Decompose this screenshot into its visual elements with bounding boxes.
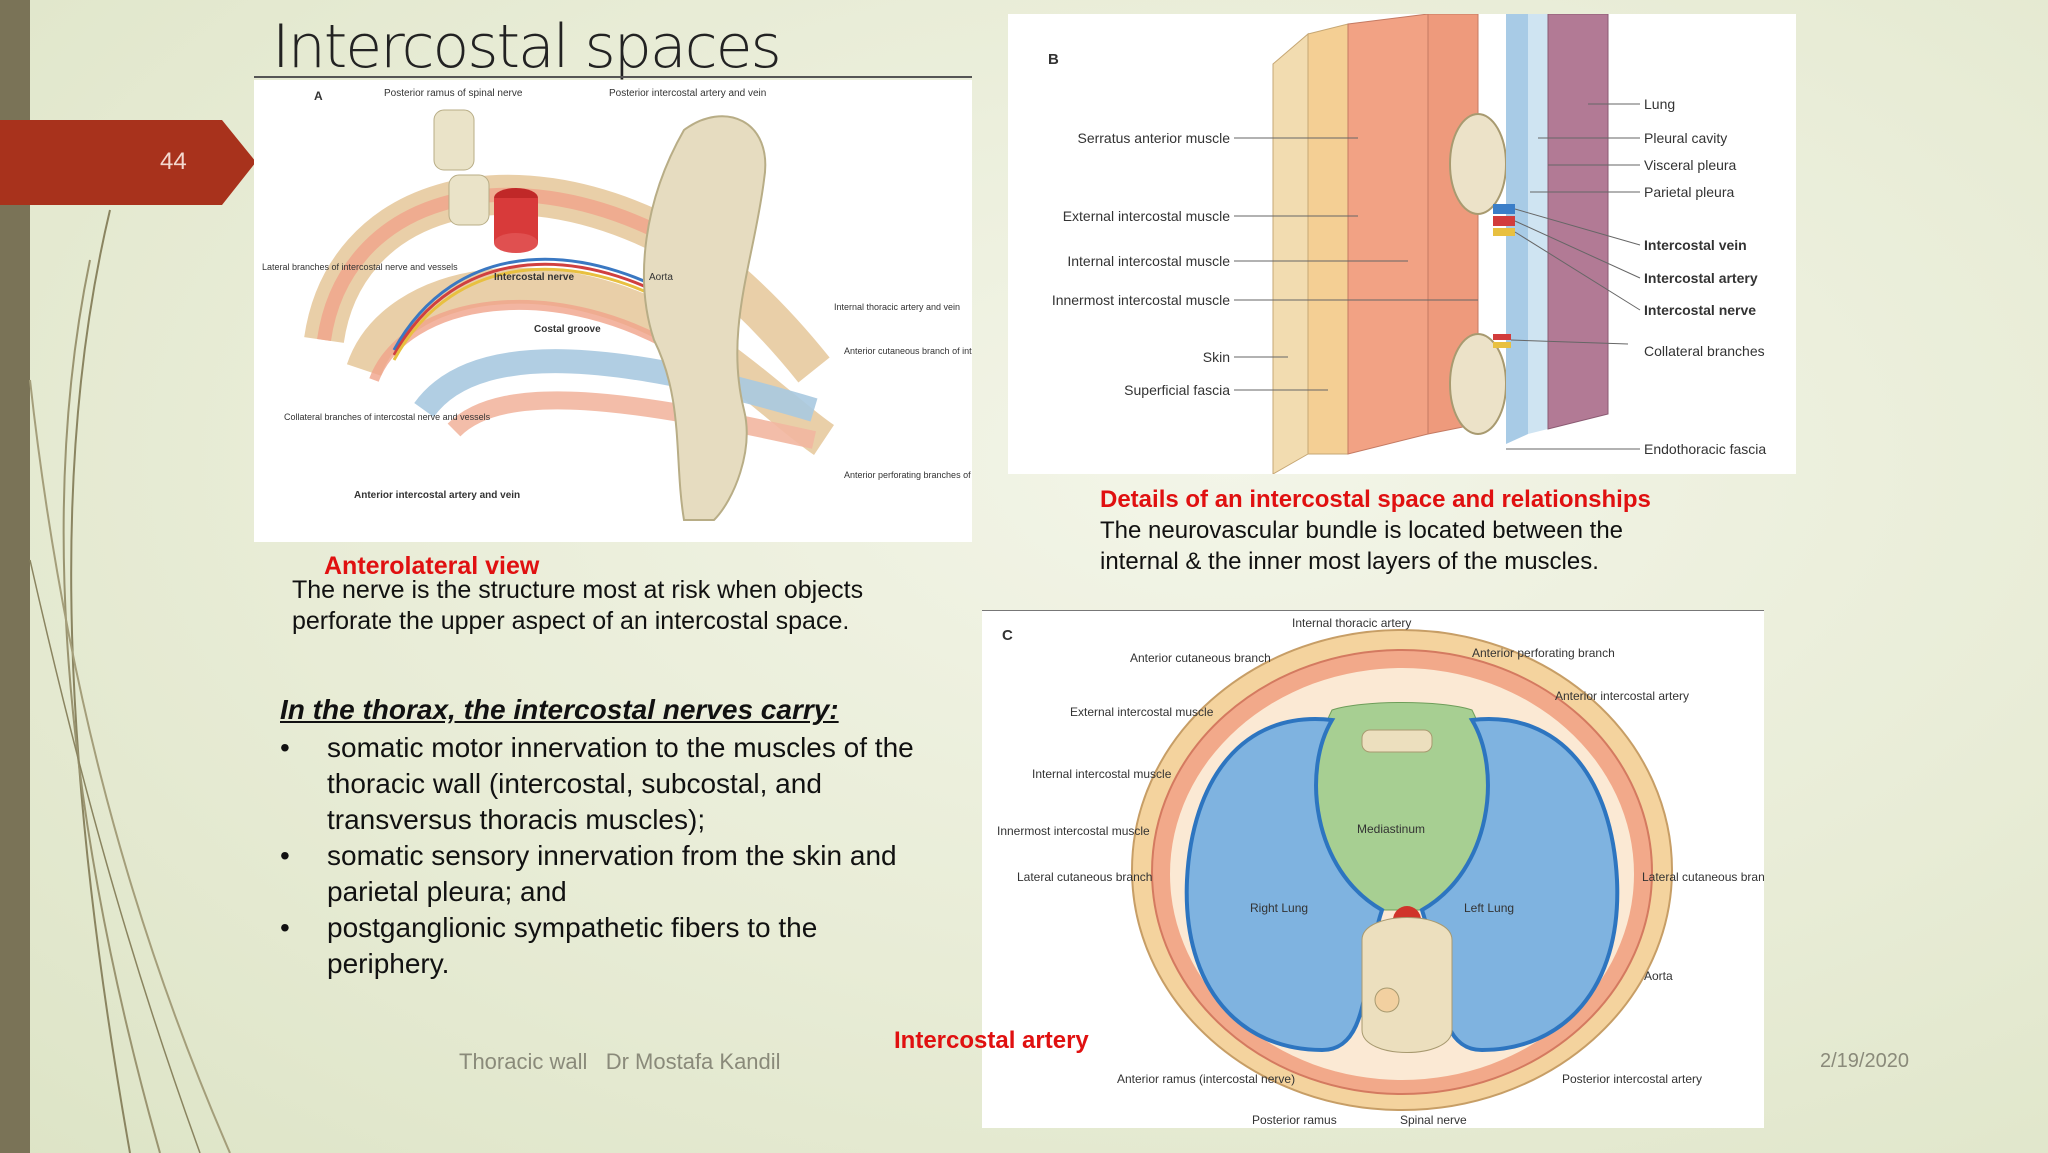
figure-c-label: Right Lung [1250,901,1308,915]
figure-b-right-label: Endothoracic fascia [1644,441,1766,457]
figure-b-left-label: Internal intercostal muscle [1067,253,1230,269]
figure-c-label: Aorta [1644,969,1673,983]
figure-a-label: Intercostal nerve [494,272,574,283]
slide-number: 44 [160,148,187,175]
figure-a-label: Collateral branches of intercostal nerve… [284,412,491,422]
figure-c-label: Innermost intercostal muscle [997,824,1150,838]
figure-b-right-label: Intercostal nerve [1644,302,1756,318]
figure-c-label: Lateral cutaneous branch [1017,870,1152,884]
figure-b-left-label: Serratus anterior muscle [1077,130,1230,146]
figure-c-caption: Intercostal artery [894,1027,1089,1054]
figure-a-label: Aorta [649,272,673,283]
figure-a-caption: Anterolateral view [324,552,540,580]
figure-a-label: Costal groove [534,324,601,335]
figure-a-illustration: A Posterior ramus of spinal nerve Poster… [262,88,1047,521]
bullets-heading: In the thorax, the intercostal nerves ca… [280,694,839,725]
figure-b-caption: Details of an intercostal space and rela… [1100,486,1651,513]
figure-c-label: Anterior perforating branch [1472,646,1615,660]
list-item: • somatic sensory innervation from the sk… [280,838,940,910]
figure-c-label: Anterior ramus (intercostal nerve) [1117,1072,1295,1086]
figure-b-panel: B Serratus anterior muscle External inte… [1008,13,1796,475]
list-item: • postganglionic sympathetic fibers to th… [280,910,940,982]
figure-a-label: Anterior intercostal artery and vein [354,490,520,501]
figure-a-note-line2: perforate the upper aspect of an interco… [292,607,850,635]
figure-a-letter: A [314,89,323,103]
figure-b-right-label: Lung [1644,96,1675,112]
figure-b-letter: B [1048,51,1059,68]
bullet-icon: • [280,912,290,943]
figure-c-label: Mediastinum [1357,822,1425,836]
figure-a-panel: A Posterior ramus of spinal nerve Poster… [254,80,1047,542]
figure-b-desc-line1: The neurovascular bundle is located betw… [1100,517,1624,544]
bullet-icon: • [280,732,290,763]
figure-c-illustration: C Internal thoracic artery Anterior cuta… [982,609,1777,1127]
footer-author: Thoracic wall Dr Mostafa Kandil [459,1049,781,1074]
figure-b-left-label: External intercostal muscle [1063,208,1231,224]
figure-c-label: Internal intercostal muscle [1032,767,1172,781]
figure-c-label: Lateral cutaneous branch [1642,870,1764,884]
figure-b-left-label: Superficial fascia [1124,382,1230,398]
figure-c-letter: C [1002,627,1013,644]
title-divider [254,76,972,78]
figure-c-label: External intercostal muscle [1070,705,1214,719]
figure-c-label: Posterior ramus [1252,1113,1337,1127]
figure-b-right-label: Collateral branches [1644,343,1765,359]
figure-b-left-label: Innermost intercostal muscle [1052,292,1230,308]
slide-number-tab [0,120,256,205]
list-item-text: somatic sensory innervation from the ski… [327,840,897,907]
list-item-text: postganglionic sympathetic fibers to the… [327,912,818,979]
figure-a-note-line1: The nerve is the structure most at risk … [292,576,864,604]
figure-b-desc-line2: internal & the inner most layers of the … [1100,548,1599,575]
figure-a-label: Posterior intercostal artery and vein [609,88,766,99]
figure-c-label: Anterior cutaneous branch [1130,651,1271,665]
bullet-icon: • [280,840,290,871]
figure-a-label: Posterior ramus of spinal nerve [384,88,523,99]
figure-b-right-label: Intercostal artery [1644,270,1758,286]
figure-b-right-label: Visceral pleura [1644,157,1737,173]
list-item: • somatic motor innervation to the muscle… [280,730,940,838]
figure-c-label: Spinal nerve [1400,1113,1467,1127]
figure-c-panel: C Internal thoracic artery Anterior cuta… [982,609,1777,1128]
figure-b-right-label: Intercostal vein [1644,237,1747,253]
figure-a-label: Anterior cutaneous branch of intercostal… [844,346,972,356]
page-title: Intercostal spaces [272,12,782,82]
figure-c-label: Posterior intercostal artery [1562,1072,1702,1086]
figure-c-label: Anterior intercostal artery [1555,689,1689,703]
decorative-swirl-lines [29,209,231,1153]
figure-a-label: Anterior perforating branches of interco… [844,470,972,480]
figure-b-right-label: Parietal pleura [1644,184,1734,200]
figure-a-label: Internal thoracic artery and vein [834,302,960,312]
list-item-text: somatic motor innervation to the muscles… [327,732,914,835]
figure-c-label: Left Lung [1464,901,1514,915]
footer-date: 2/19/2020 [1820,1050,1909,1072]
nerve-functions-list: In the thorax, the intercostal nerves ca… [280,692,940,982]
figure-c-label: Internal thoracic artery [1292,616,1411,630]
figure-b-right-label: Pleural cavity [1644,130,1727,146]
figure-b-left-label: Skin [1203,349,1230,365]
figure-b-illustration: B Serratus anterior muscle External inte… [1048,13,1766,475]
figure-a-label: Lateral branches of intercostal nerve an… [262,262,458,272]
